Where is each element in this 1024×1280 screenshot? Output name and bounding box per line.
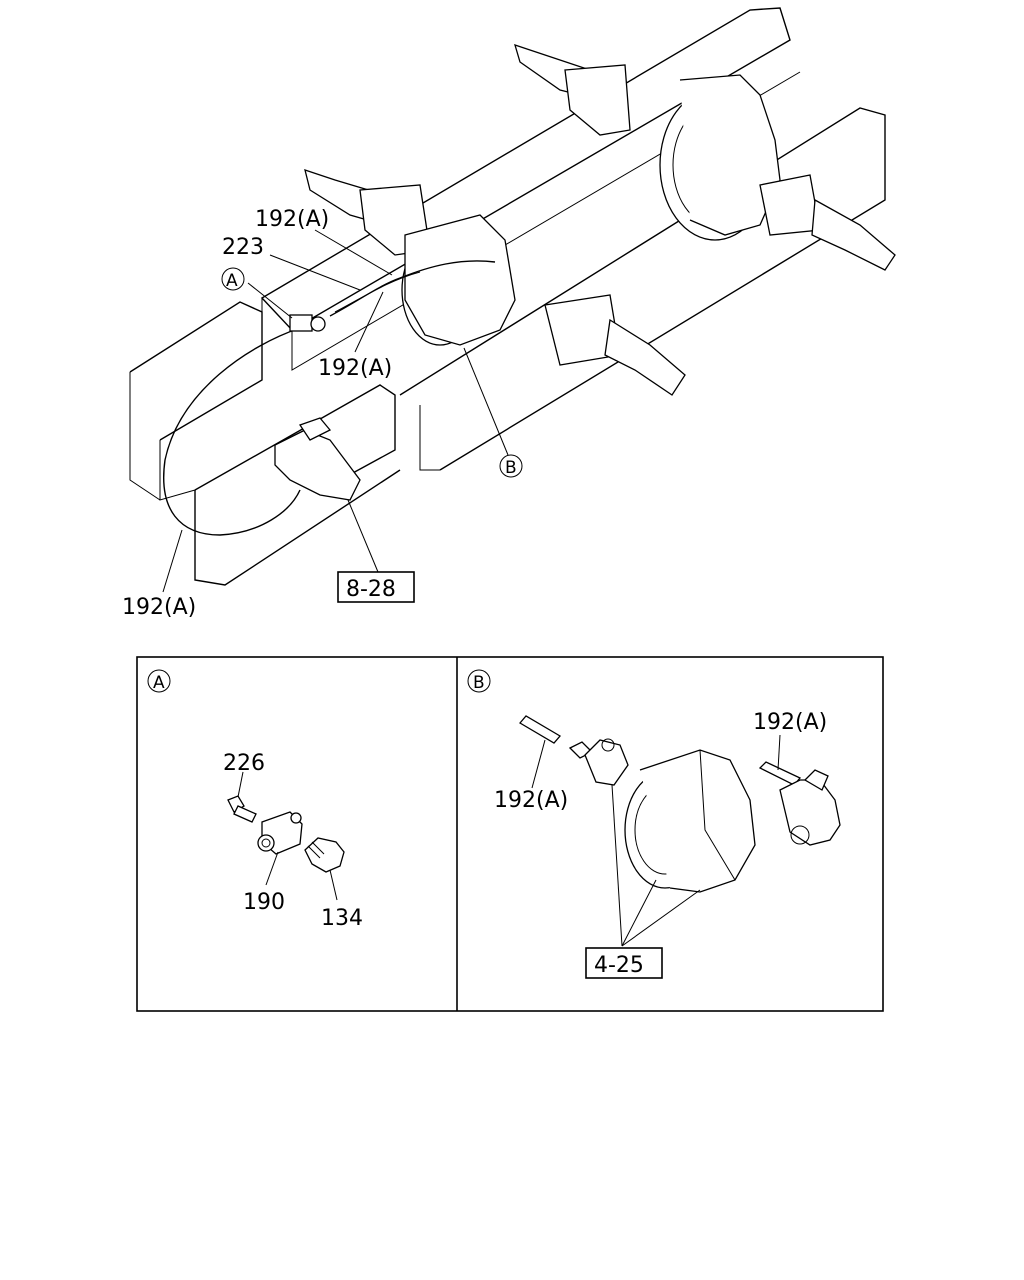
connector-190 <box>257 811 303 855</box>
cable-connector <box>289 314 313 332</box>
label-134: 134 <box>321 906 363 931</box>
harness-cable <box>163 327 301 536</box>
axle-housing <box>624 749 756 893</box>
label-192a-bottom: 192(A) <box>122 595 196 620</box>
connector-ring <box>310 316 326 332</box>
ref-b-circle <box>499 454 523 478</box>
detail-b-marker: B <box>473 673 485 693</box>
main-assembly: 192(A) 223 A 192(A) B 8-28 192(A) <box>122 7 896 620</box>
label-ref-a: A <box>226 271 238 291</box>
detail-frame <box>136 656 884 1012</box>
sensor-fitting <box>568 738 629 786</box>
detail-a-marker-circle <box>147 669 171 693</box>
cable-stub-left <box>519 715 561 744</box>
detail-b-marker-circle <box>467 669 491 693</box>
bolt-226 <box>227 795 257 823</box>
elbow-134 <box>304 837 345 873</box>
detail-a: A 226 190 134 <box>147 669 363 931</box>
detail-panels: A 226 190 134 <box>136 656 884 1012</box>
label-ref-425: 4-25 <box>594 953 644 978</box>
label-ref-b: B <box>505 458 517 478</box>
label-190: 190 <box>243 890 285 915</box>
label-192a-right: 192(A) <box>753 710 827 735</box>
ref-425-box <box>585 947 663 979</box>
ref-a-circle <box>221 267 245 291</box>
detail-b: B <box>467 669 841 979</box>
label-ref-828: 8-28 <box>346 577 396 602</box>
label-223: 223 <box>222 235 264 260</box>
ref-828-box <box>337 571 415 603</box>
front-axle <box>304 169 686 396</box>
rear-axle <box>514 43 896 271</box>
cable-stub-right <box>758 761 802 786</box>
mounting-bracket <box>274 417 361 501</box>
harness-cable-upper <box>329 260 496 317</box>
label-192a-mid: 192(A) <box>318 356 392 381</box>
detail-a-marker: A <box>153 673 165 693</box>
brake-chamber <box>779 769 841 846</box>
label-192a-left: 192(A) <box>494 788 568 813</box>
label-192a-top: 192(A) <box>255 207 329 232</box>
label-226: 226 <box>223 751 265 776</box>
